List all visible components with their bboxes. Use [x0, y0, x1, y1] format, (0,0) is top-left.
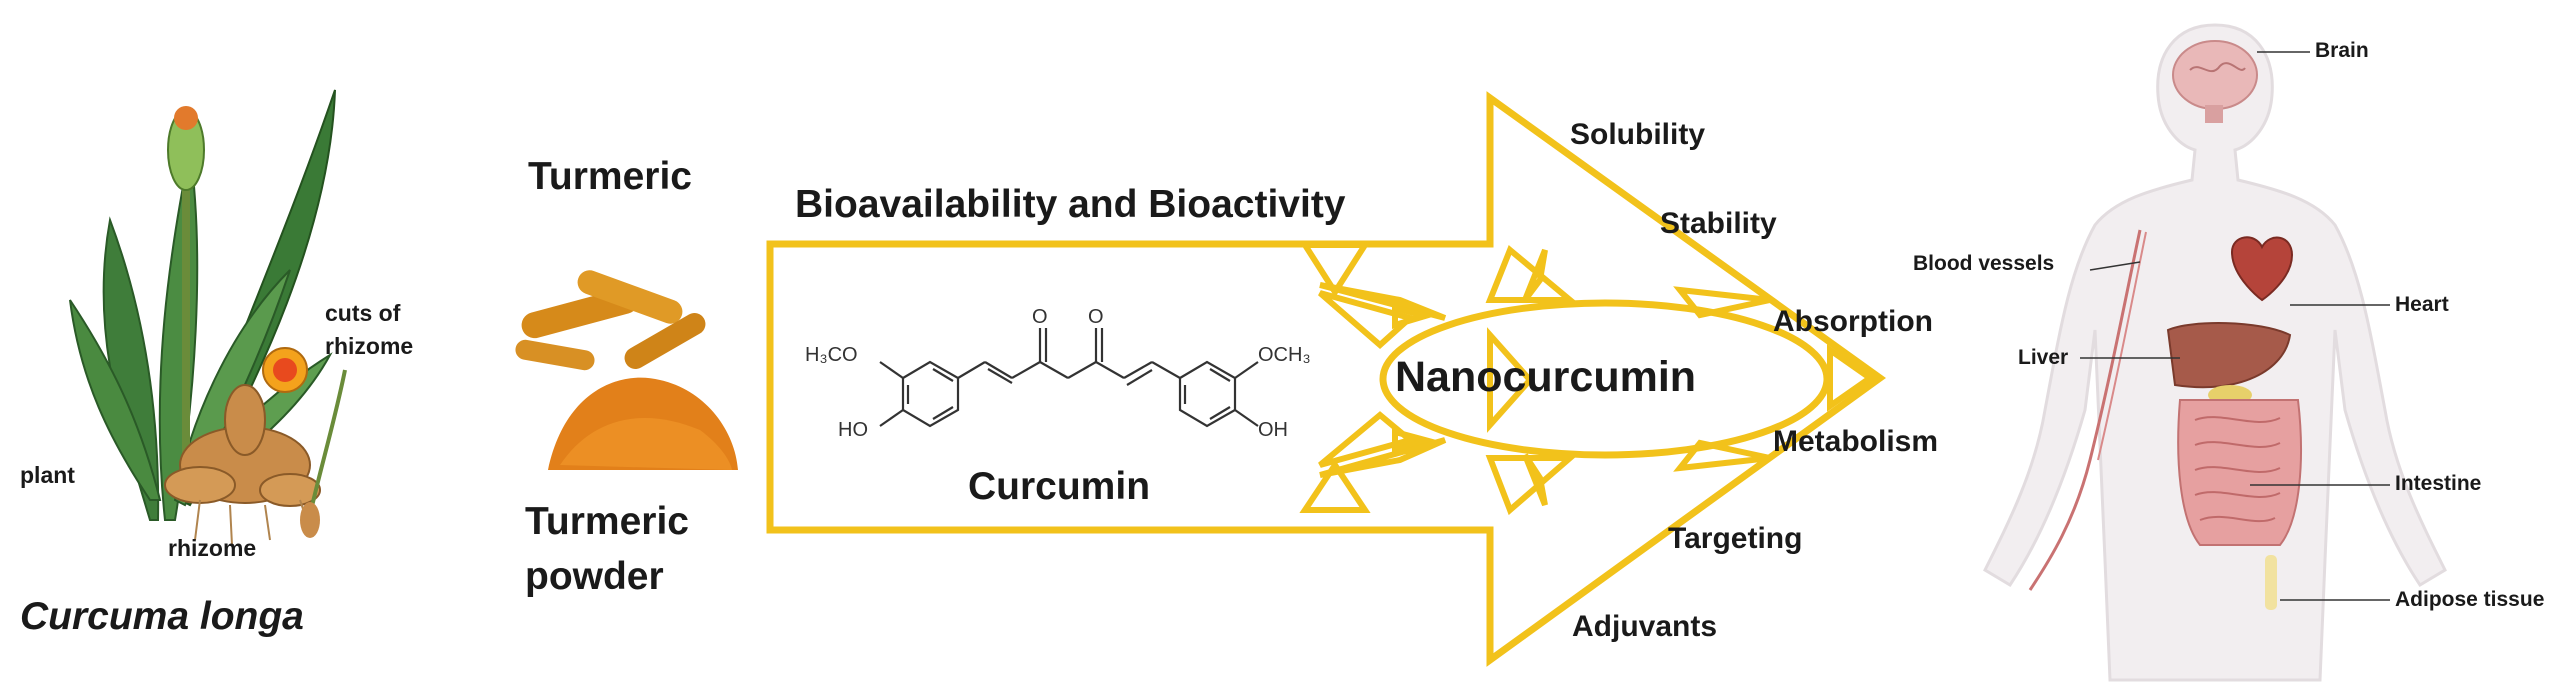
label-plant: plant	[20, 462, 75, 488]
label-cuts-line1: cuts of	[325, 300, 401, 326]
property-stability: Stability	[1660, 207, 1777, 240]
organ-liver: Liver	[2018, 346, 2069, 369]
property-absorption: Absorption	[1773, 305, 1933, 338]
arrow-heading: Bioavailability and Bioactivity	[795, 183, 1346, 226]
species-name: Curcuma longa	[20, 595, 304, 638]
chem-oh: OH	[1258, 419, 1288, 441]
turmeric-powder-line2: powder	[525, 555, 664, 598]
property-targeting: Targeting	[1668, 522, 1803, 555]
organ-heart: Heart	[2395, 293, 2449, 316]
nanocurcumin-label: Nanocurcumin	[1395, 353, 1697, 401]
label-rhizome: rhizome	[168, 535, 257, 561]
label-cuts-line2: rhizome	[325, 333, 414, 359]
turmeric-photo	[515, 270, 738, 470]
curcumin-label: Curcumin	[968, 465, 1151, 508]
turmeric-powder-line1: Turmeric	[525, 500, 689, 543]
star-points	[1318, 245, 1876, 516]
organ-brain: Brain	[2315, 39, 2369, 62]
property-solubility: Solubility	[1570, 118, 1705, 151]
turmeric-label: Turmeric	[528, 155, 692, 198]
chem-o-right: O	[1088, 306, 1104, 328]
organ-adipose-tissue: Adipose tissue	[2395, 588, 2545, 611]
organ-blood-vessels: Blood vessels	[1913, 252, 2055, 275]
arrow-outline	[766, 91, 1886, 667]
sun-rays	[1299, 242, 1548, 513]
property-metabolism: Metabolism	[1773, 425, 1939, 458]
curcumin-structure	[879, 328, 1259, 428]
bioavailability-arrow	[766, 91, 1886, 667]
chem-h3co: H₃CO	[805, 344, 858, 366]
chem-o-left: O	[1032, 306, 1048, 328]
property-adjuvants: Adjuvants	[1572, 610, 1718, 643]
organ-intestine: Intestine	[2395, 472, 2482, 495]
chem-och3: OCH₃	[1258, 344, 1311, 366]
human-body-illustration	[1983, 23, 2447, 682]
curcuma-plant-illustration	[69, 89, 347, 546]
chem-ho: HO	[838, 419, 868, 441]
